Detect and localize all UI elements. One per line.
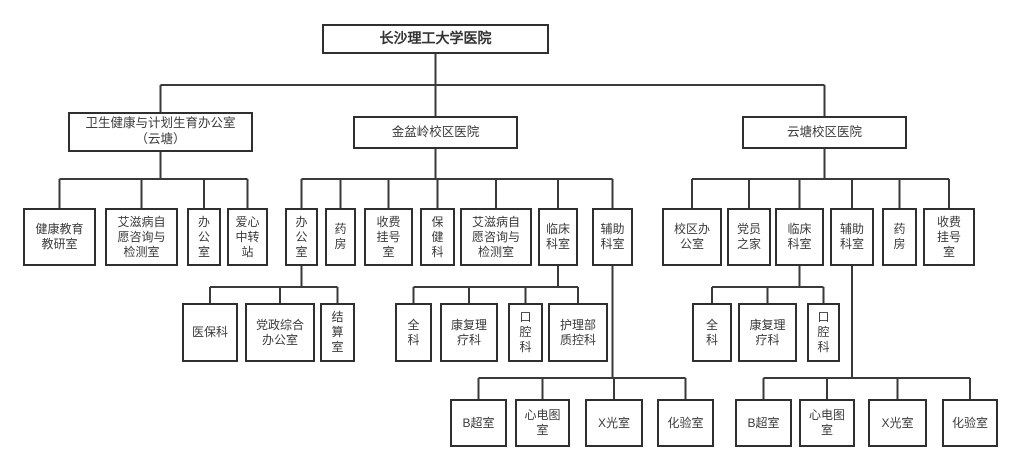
node-ecg-room-c: 心电图 室: [799, 399, 855, 447]
node-b-ultrasound-c: B超室: [735, 399, 792, 447]
node-xray-room-b: X光室: [585, 399, 643, 447]
connector-yuntang-children: [691, 149, 950, 208]
node-rehab-physiotherapy-b: 康复理 疗科: [440, 303, 498, 362]
node-lab-room-b: 化验室: [657, 399, 714, 447]
connector-auxiliary-b-children: [477, 266, 687, 399]
node-health-family-planning-office: 卫生健康与计划生育办公室 （云塘）: [68, 112, 253, 152]
node-rehab-physiotherapy-c: 康复理 疗科: [738, 303, 797, 362]
node-pharmacy-c: 药 房: [882, 208, 917, 266]
node-fee-registration-office-b: 收费 挂号 室: [364, 208, 413, 266]
node-lab-room-c: 化验室: [942, 399, 998, 447]
connector-root-to-level2: [159, 54, 826, 116]
node-party-members-home: 党员 之家: [727, 208, 771, 266]
node-fee-registration-office-c: 收费 挂号 室: [923, 208, 975, 266]
node-aids-counseling-testing-office-2: 艾滋病自 愿咨询与 检测室: [460, 208, 532, 266]
node-clinical-depts-b: 临床 科室: [538, 208, 578, 266]
node-party-admin-office: 党政综合 办公室: [245, 303, 315, 362]
connector-clinical-c-children: [711, 266, 825, 303]
node-office-b: 办 公 室: [285, 208, 318, 266]
node-dental-c: 口 腔 科: [807, 303, 840, 362]
node-settlement-office: 结 算 室: [320, 303, 355, 362]
node-clinical-depts-c: 临床 科室: [775, 208, 824, 266]
node-health-care-dept: 保 健 科: [420, 208, 455, 266]
node-medical-insurance-dept: 医保科: [182, 303, 238, 362]
node-b-ultrasound-b: B超室: [450, 399, 507, 447]
node-auxiliary-depts-c: 辅助 科室: [830, 208, 874, 266]
connector-clinical-b-children: [412, 266, 579, 303]
node-pharmacy-b: 药 房: [325, 208, 356, 266]
node-yuntang-campus-hospital: 云塘校区医院: [742, 116, 907, 149]
node-ecg-room-b: 心电图 室: [515, 399, 570, 447]
node-changsha-university-hospital: 长沙理工大学医院: [322, 24, 549, 54]
node-xray-room-c: X光室: [868, 399, 927, 447]
node-jinpenling-campus-hospital: 金盆岭校区医院: [353, 116, 518, 149]
node-love-transfer-station: 爱心 中转 站: [227, 208, 268, 266]
connector-health-office-children: [58, 152, 249, 208]
node-health-education-research-office: 健康教育 教研室: [23, 208, 96, 266]
node-general-practice-b: 全 科: [395, 303, 432, 362]
node-general-practice-c: 全 科: [692, 303, 732, 362]
node-office-a: 办 公 室: [187, 208, 221, 266]
node-dental-b: 口 腔 科: [508, 303, 543, 362]
node-aids-counseling-testing-office-1: 艾滋病自 愿咨询与 检测室: [105, 208, 178, 266]
connector-jinpenling-children: [300, 149, 614, 208]
node-campus-office: 校区办 公室: [662, 208, 722, 266]
connector-office-b-children: [209, 266, 339, 303]
node-nursing-quality-control: 护理部 质控科: [548, 303, 608, 362]
node-auxiliary-depts-b: 辅助 科室: [592, 208, 633, 266]
connector-auxiliary-c-children: [762, 266, 971, 399]
